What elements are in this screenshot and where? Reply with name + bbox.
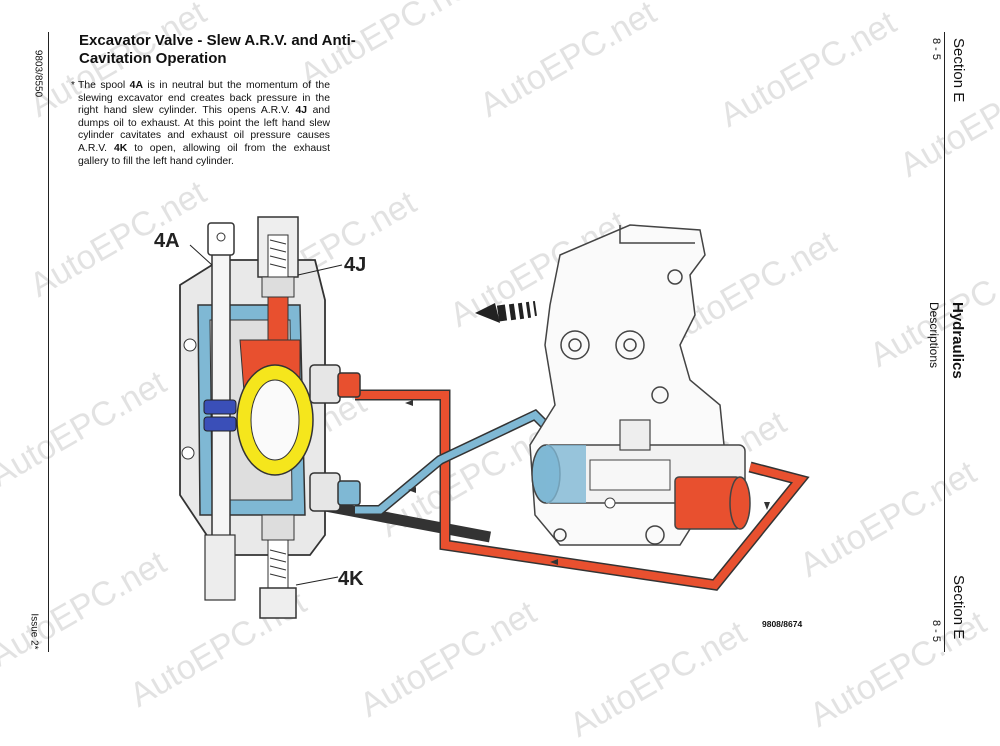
flow-arrow — [405, 400, 413, 406]
label-4k: 4K — [338, 568, 364, 590]
paragraph-run: and dumps oil to exhaust. At this point … — [78, 105, 330, 154]
flow-arrow — [408, 487, 416, 493]
arv-4j — [257, 216, 299, 341]
page-title: Excavator Valve - Slew A.R.V. and Anti-C… — [79, 32, 356, 67]
pressure-line — [355, 391, 808, 590]
paragraph-run: is in neutral but the momentum of the sl… — [78, 80, 330, 117]
watermark: AutoEPC.net — [793, 453, 983, 585]
arv-4k — [259, 514, 297, 619]
component-reference: 4K — [114, 142, 128, 154]
watermark: AutoEPC.net — [563, 613, 753, 745]
watermark: AutoEPC.net — [893, 53, 1000, 185]
right-margin-rule — [944, 32, 945, 652]
page-number-top: 8 - 5 — [930, 38, 942, 61]
paragraph-run: The spool — [78, 80, 130, 91]
watermark: AutoEPC.net — [473, 0, 663, 125]
rotation-arrow — [475, 300, 537, 323]
bullet-marker: * — [71, 80, 75, 91]
left-margin-rule — [48, 32, 49, 652]
label-4j: 4J — [344, 254, 366, 276]
flow-arrow — [764, 502, 770, 510]
issue-label: Issue 2* — [28, 613, 40, 650]
page-number-bottom: 8 - 5 — [930, 620, 942, 643]
slew-cylinder — [531, 419, 751, 530]
watermark: AutoEPC.net — [713, 3, 903, 135]
valve-body — [179, 259, 326, 556]
section-label-top: Section E — [950, 38, 967, 103]
paragraph-run: to open, allowing oil from the exhaust g… — [78, 142, 330, 167]
watermark: AutoEPC.net — [0, 363, 173, 495]
section-label-bottom: Section E — [950, 575, 967, 640]
watermark: AutoEPC.net — [0, 543, 173, 675]
chapter-title: Hydraulics — [949, 302, 966, 379]
document-number: 9803/8550 — [32, 49, 44, 98]
component-reference: 4J — [295, 105, 308, 117]
port-fittings — [309, 364, 361, 512]
figure-reference: 9808/8674 — [762, 619, 803, 629]
flow-arrow — [550, 559, 558, 565]
description-paragraph: * The spool 4A is in neutral but the mom… — [71, 80, 330, 168]
valve-diagram: 4A 4J 4K — [154, 216, 810, 619]
chapter-subtitle: Descriptions — [927, 302, 941, 369]
paragraph-text: The spool 4A is in neutral but the momen… — [78, 80, 330, 167]
component-reference: 4A — [129, 80, 143, 91]
spool — [203, 222, 237, 601]
exhaust-line — [355, 410, 554, 514]
label-4a: 4A — [154, 230, 180, 252]
